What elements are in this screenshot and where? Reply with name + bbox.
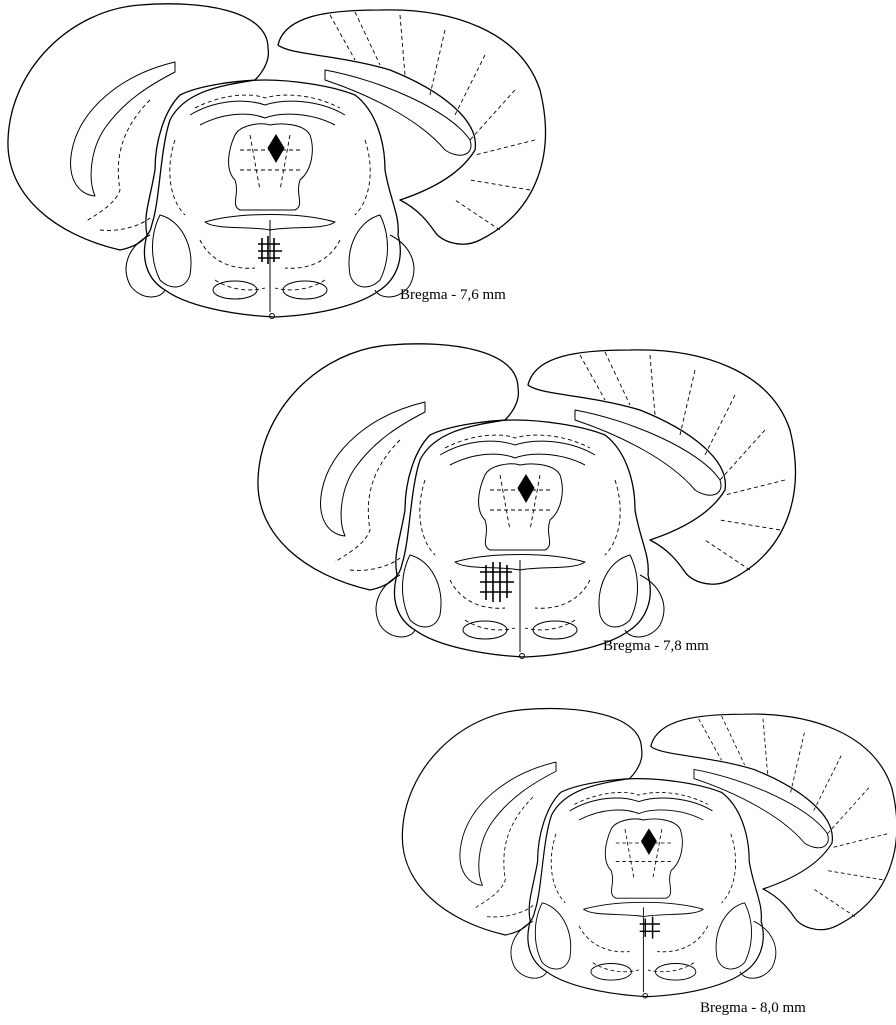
section-label-3: Bregma - 8,0 mm — [700, 1000, 806, 1017]
brain-section-3 — [402, 709, 896, 999]
section-label-2: Bregma - 7,8 mm — [603, 638, 709, 655]
brain-section-1 — [8, 4, 545, 319]
brain-section-2 — [258, 344, 795, 659]
lesion-marker-3 — [640, 917, 660, 939]
section-label-1: Bregma - 7,6 mm — [400, 287, 506, 304]
